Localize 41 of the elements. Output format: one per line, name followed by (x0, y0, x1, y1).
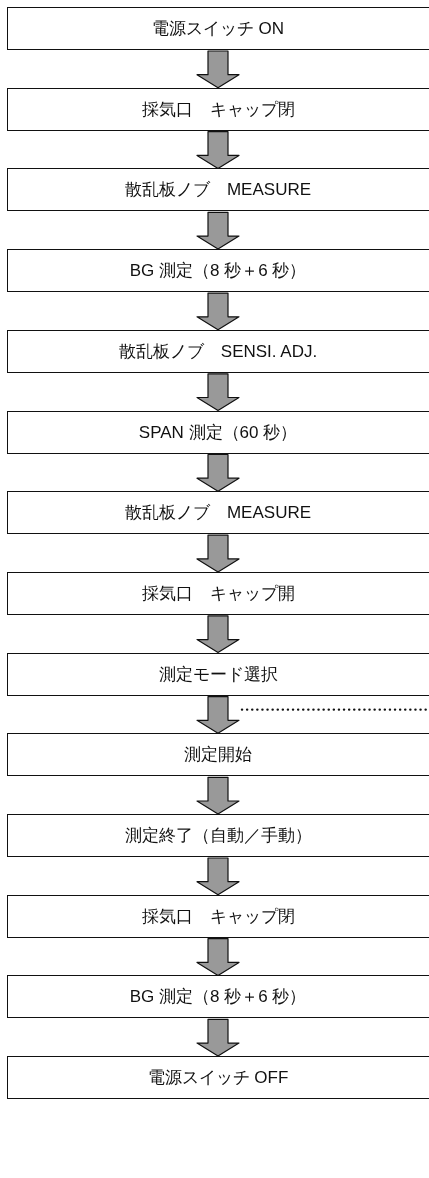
process-box (7, 1056, 429, 1100)
process-box (7, 168, 429, 212)
step-label: 電源スイッチ OFF (147, 1067, 289, 1090)
process-box (7, 571, 429, 615)
step-label: BG 測定（8 秒＋6 秒） (129, 986, 307, 1009)
step-label: 測定モード選択 (158, 663, 278, 686)
down-arrow (196, 131, 240, 169)
step-label: 散乱板ノブ MEASURE (124, 179, 312, 202)
step-label: 採気口 キャップ開 (141, 582, 295, 605)
step-label: 採気口 キャップ閉 (141, 905, 295, 928)
step-label: 散乱板ノブ SENSI. ADJ. (118, 340, 318, 363)
down-arrow (196, 534, 240, 573)
process-box (7, 491, 429, 535)
process-box (7, 87, 429, 131)
process-box (7, 814, 429, 857)
down-arrow (196, 938, 240, 976)
process-box (7, 894, 429, 938)
process-box (7, 410, 429, 454)
step-label: 散乱板ノブ MEASURE (124, 502, 312, 525)
process-box (7, 733, 429, 777)
step-label: 採気口 キャップ閉 (141, 98, 295, 121)
step-label: SPAN 測定（60 秒） (138, 421, 298, 444)
step-label: 電源スイッチ ON (151, 18, 285, 40)
process-box (7, 329, 429, 373)
step-label: BG 測定（8 秒＋6 秒） (129, 260, 307, 283)
process-box (7, 975, 429, 1019)
step-label: 測定開始 (184, 744, 252, 767)
process-box (7, 249, 429, 293)
down-arrow (196, 857, 240, 896)
down-arrow (196, 696, 240, 734)
down-arrow (196, 211, 240, 250)
process-box (7, 652, 429, 696)
down-arrow (196, 776, 240, 815)
down-arrow (196, 50, 240, 89)
down-arrow (196, 373, 240, 412)
down-arrow (196, 453, 240, 492)
step-label: 測定終了（自動／手動） (124, 825, 312, 847)
down-arrow (196, 615, 240, 654)
process-box (7, 7, 429, 50)
down-arrow (196, 1018, 240, 1057)
down-arrow (196, 292, 240, 331)
